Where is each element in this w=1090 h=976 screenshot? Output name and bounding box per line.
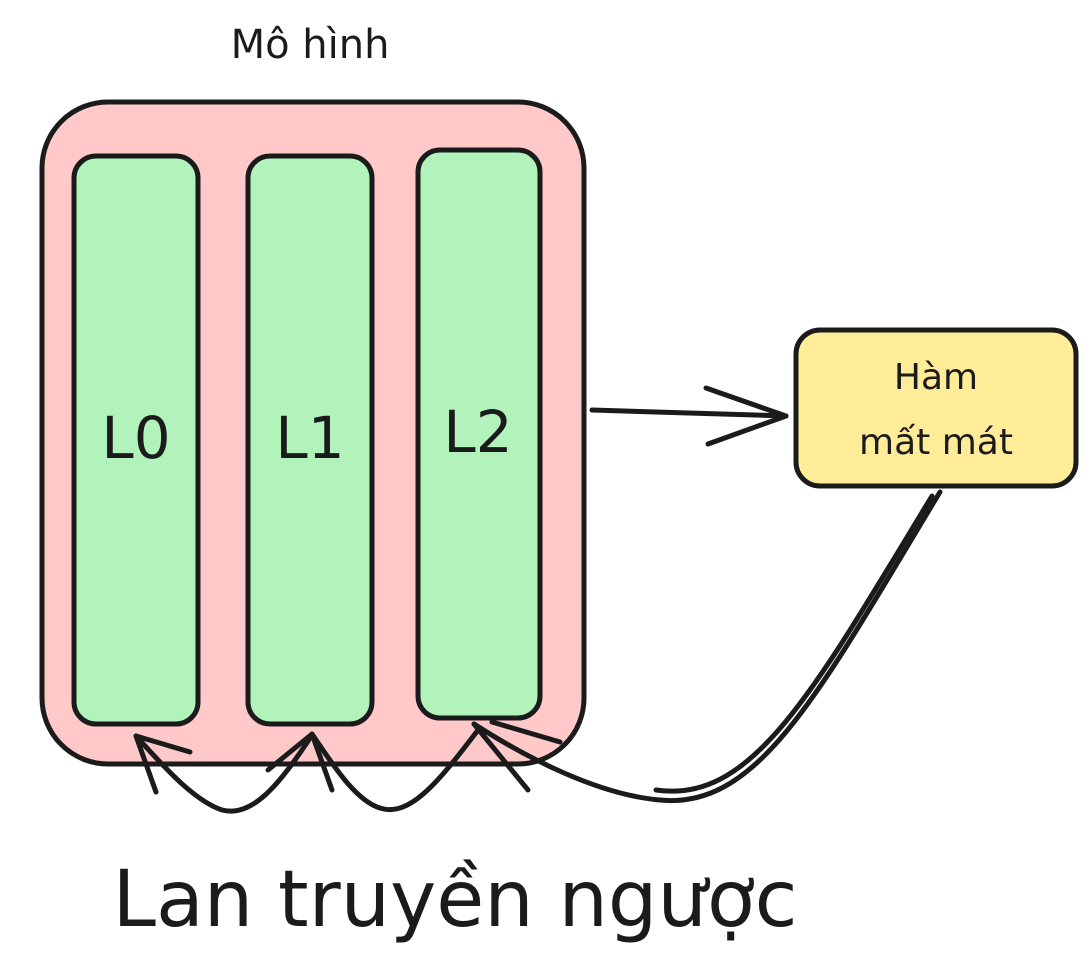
backprop-loss-to-l2-double <box>653 493 935 794</box>
arrowhead-l2 <box>471 719 563 793</box>
backprop-loss-to-l2 <box>471 489 943 804</box>
layer-l2-label: L2 <box>443 398 512 466</box>
layer-l0: L0 <box>71 153 201 727</box>
layer-l0-box <box>71 153 201 727</box>
backprop-arrows <box>133 489 943 814</box>
loss-label-line2: mất mát <box>859 422 1013 463</box>
loss-label-line1: Hàm <box>894 357 978 398</box>
backprop-caption: Lan truyền ngược <box>113 855 798 945</box>
layer-l1: L1 <box>245 153 375 727</box>
arrowhead-l1 <box>265 731 335 793</box>
loss-box <box>793 327 1079 489</box>
layer-l2: L2 <box>415 147 543 721</box>
layer-l0-label: L0 <box>101 404 170 472</box>
forward-arrow-head <box>703 385 789 447</box>
forward-arrow-shaft <box>589 407 789 419</box>
backprop-l2-to-l1 <box>309 727 481 813</box>
model-title: Mô hình <box>231 22 390 68</box>
layer-l2-box <box>415 147 543 721</box>
arrowhead-l0 <box>133 733 193 795</box>
forward-arrow <box>589 385 789 447</box>
layer-l1-label: L1 <box>275 404 344 472</box>
layer-l1-box <box>245 153 375 727</box>
backprop-l1-to-l0 <box>133 733 313 814</box>
loss-function: Hàm mất mát <box>793 327 1079 489</box>
